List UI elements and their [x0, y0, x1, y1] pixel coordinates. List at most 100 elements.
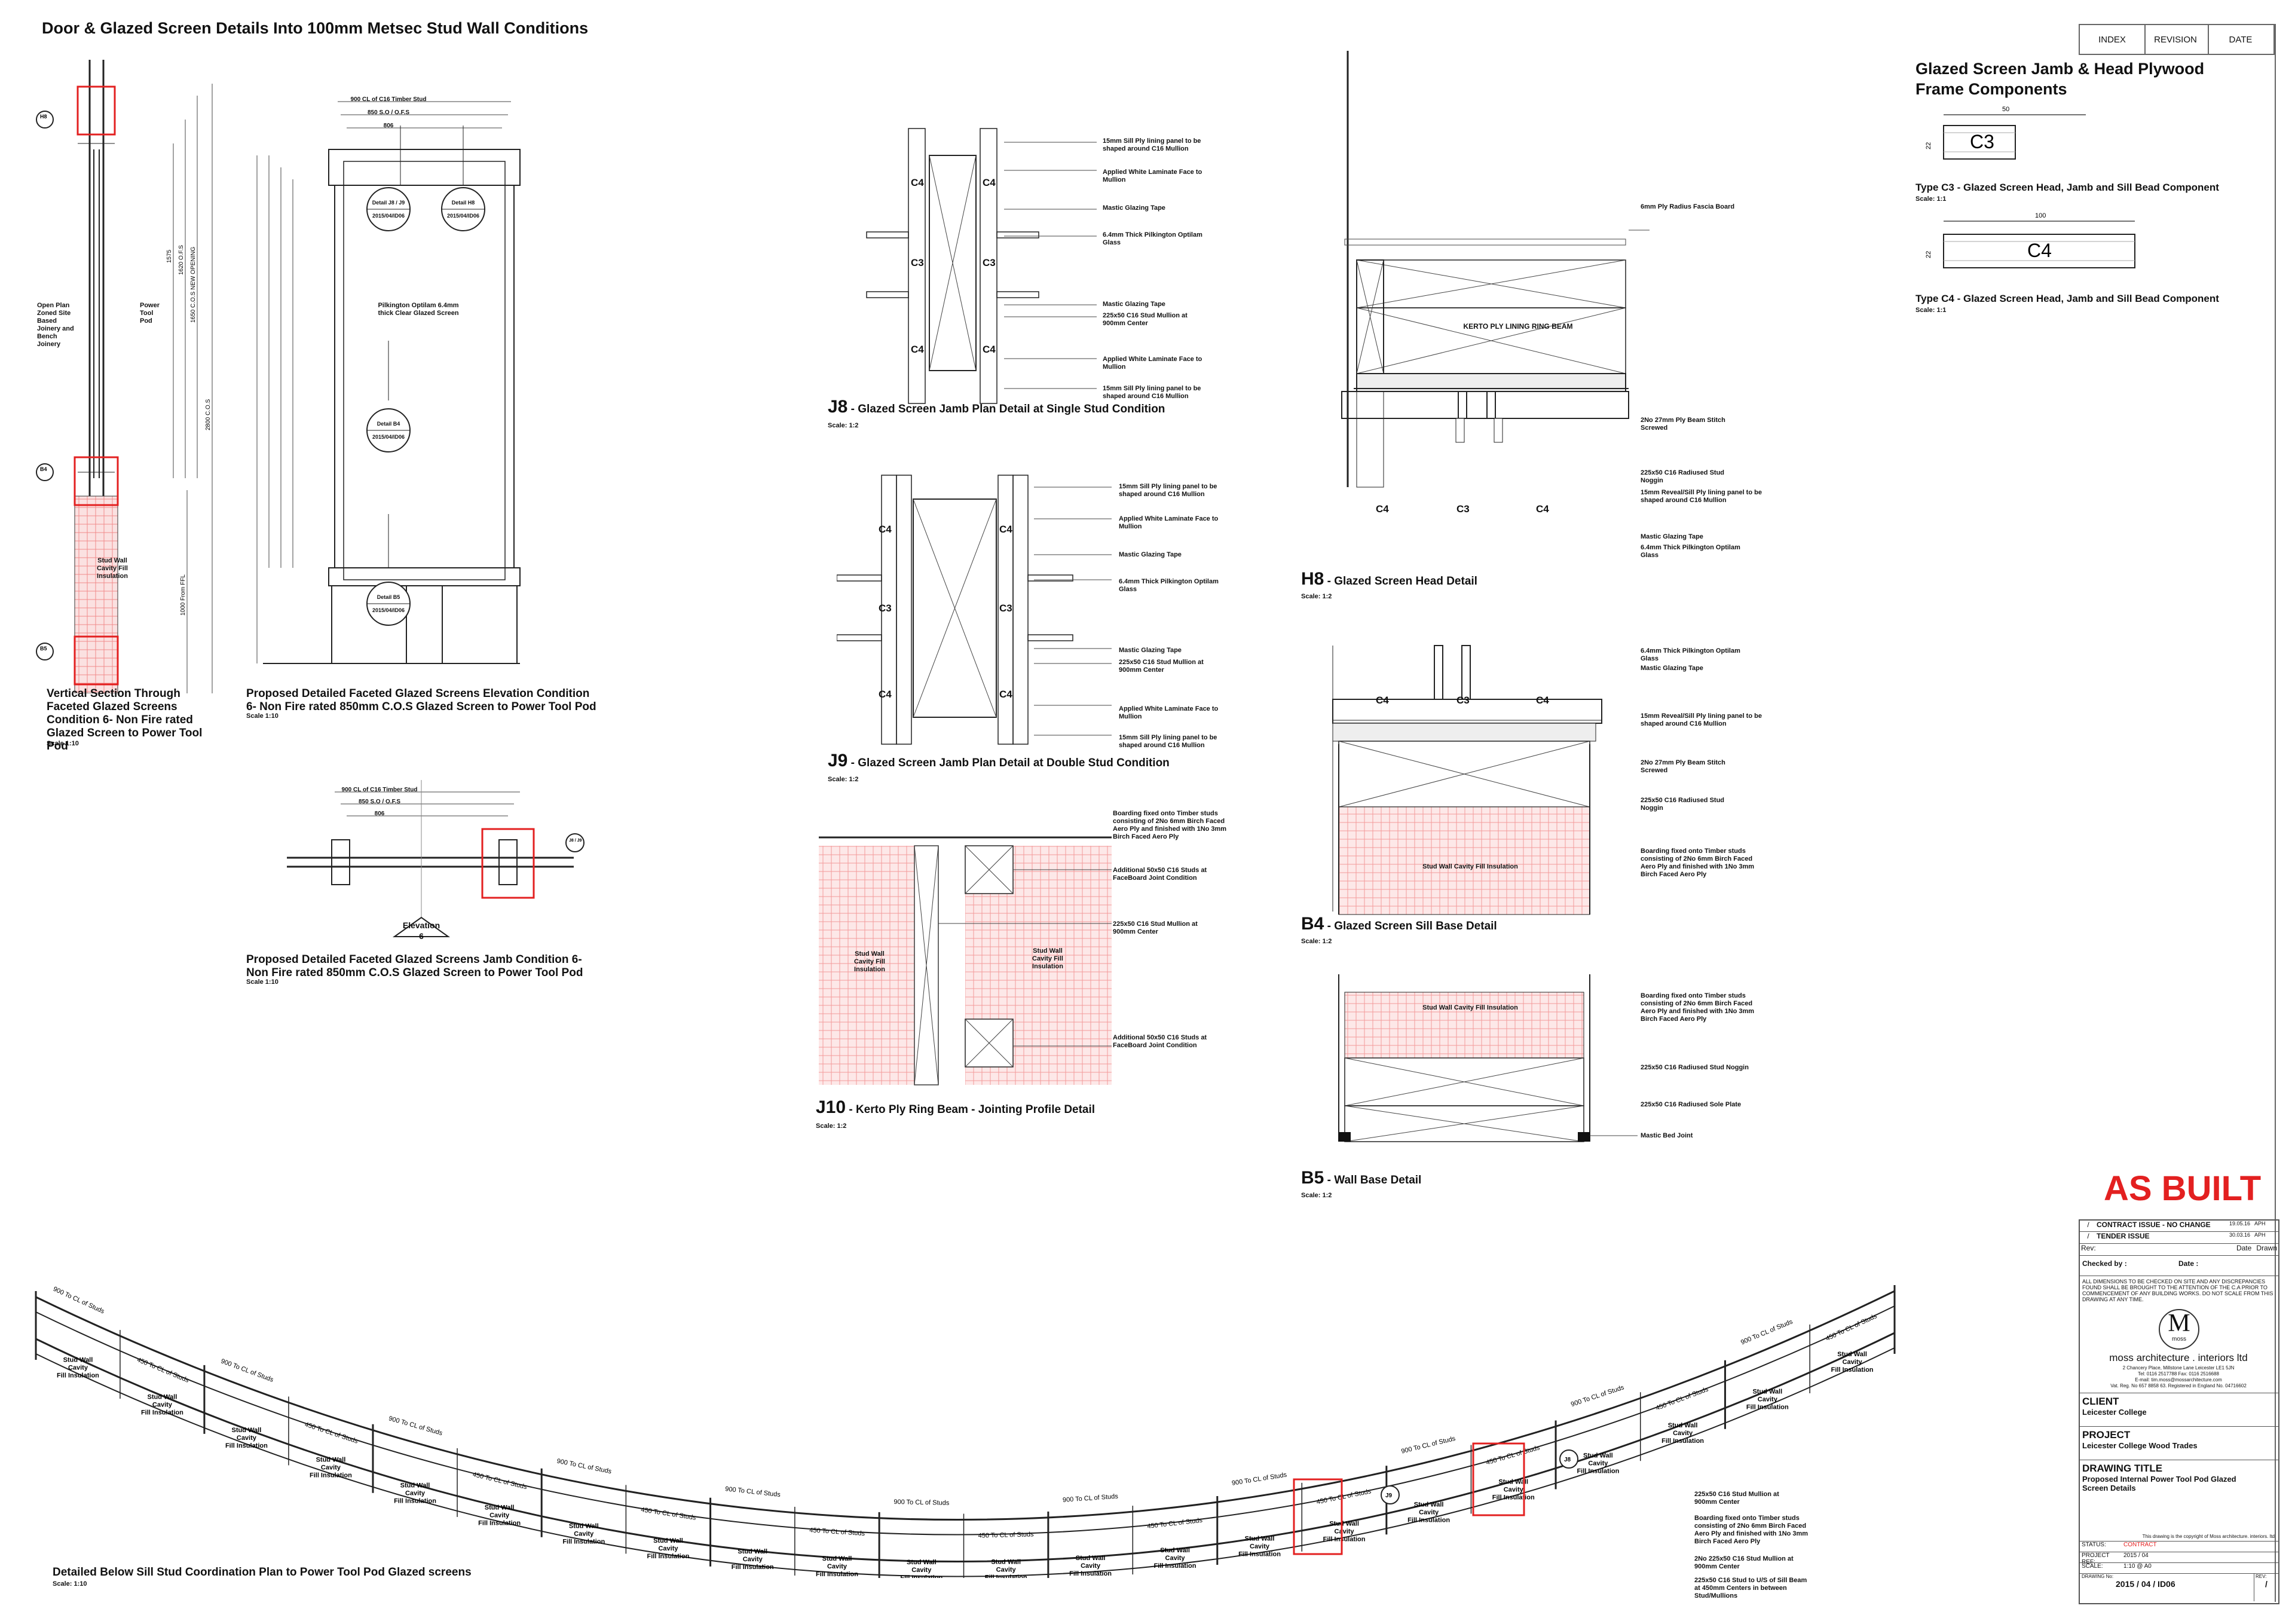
project-section: PROJECT Leicester College Wood Trades [2080, 1426, 2278, 1458]
j10-title-text: - Kerto Ply Ring Beam - Jointing Profile… [846, 1103, 1096, 1116]
plan-insulation-label: Stud Wall [907, 1559, 937, 1566]
jamb-dim-mid: 850 S.O / O.F.S [358, 799, 401, 805]
elev-dim-top: 900 CL of C16 Timber Stud [350, 96, 427, 103]
plan-insulation-label: Fill Insulation [57, 1372, 99, 1379]
plan-insulation-label: Cavity [1673, 1430, 1693, 1437]
plan-dim-label: 900 To CL of Studs [725, 1485, 781, 1498]
j9-c4-bl: C4 [879, 689, 892, 700]
j8-num: J8 [828, 397, 848, 417]
j9-title-text: - Glazed Screen Jamb Plan Detail at Doub… [847, 757, 1170, 769]
j10-scale: Scale: 1:2 [816, 1123, 847, 1130]
elev-dim-mid: 850 S.O / O.F.S [367, 109, 410, 116]
plan-scale: Scale: 1:10 [53, 1580, 87, 1588]
components-heading: Glazed Screen Jamb & Head Plywood Frame … [1915, 60, 2205, 98]
components-drawing: 50 C3 22 100 C4 22 [1925, 106, 2135, 268]
rev1-by: APH [2254, 1221, 2266, 1227]
j9-c3-r: C3 [999, 602, 1012, 614]
j9-scale: Scale: 1:2 [828, 776, 859, 783]
j8-c4-tl: C4 [911, 177, 924, 188]
plan-dim-label: 900 To CL of Studs [388, 1415, 443, 1437]
plan-insulation-label: Stud Wall [1160, 1547, 1190, 1554]
b5-note-4: Mastic Bed Joint [1641, 1132, 1693, 1139]
plan-insulation-label: Cavity [1758, 1396, 1778, 1403]
plan-insulation-label: Cavity [321, 1464, 341, 1471]
jamb-tag-icon [565, 833, 585, 852]
sheet-border-right [2275, 24, 2276, 1602]
date-label: Date : [2178, 1259, 2199, 1268]
plan-dim-label: 450 To CL of Studs [472, 1471, 528, 1491]
company-contact: Tel: 0116 2517788 Fax: 0116 2516688 [2138, 1371, 2219, 1377]
c4-width-dim: 100 [2035, 212, 2046, 219]
revision-row-1: / CONTRACT ISSUE - NO CHANGE 19.05.16 AP… [2080, 1220, 2278, 1231]
plan-insulation-label: Cavity [574, 1530, 594, 1537]
b4-c3: C3 [1456, 695, 1470, 706]
j10-insul-right: Stud Wall Cavity Fill Insulation [1032, 947, 1063, 970]
rev-label: REV: [2256, 1574, 2267, 1579]
b4-tag-icon [36, 463, 54, 481]
j8-c4-br: C4 [983, 344, 996, 355]
h8-scale: Scale: 1:2 [1301, 593, 1332, 600]
status-label: STATUS: [2082, 1542, 2106, 1548]
elevation-marker-num: 6 [419, 931, 424, 941]
j10-note-4: Additional 50x50 C16 Studs at FaceBoard … [1113, 1034, 1207, 1049]
plan-insulation-label: Cavity [1419, 1509, 1439, 1516]
b5-drawing [1338, 974, 1638, 1142]
plan-insulation-label: Stud Wall [653, 1537, 683, 1545]
callout-j8j9-ref: 2015/04/ID06 [372, 213, 405, 219]
status-row: STATUS: CONTRACT [2080, 1541, 2278, 1552]
j9-note-3: Mastic Glazing Tape [1119, 551, 1182, 558]
plan-insulation-label: Cavity [1250, 1543, 1270, 1550]
plan-j9-callout-box [1293, 1478, 1343, 1555]
plan-title: Detailed Below Sill Stud Coordination Pl… [53, 1566, 472, 1579]
plan-insulation-label: Fill Insulation [141, 1409, 183, 1416]
jamb-tag: J8 / J9 [569, 839, 582, 843]
h8-note-2: 2No 27mm Ply Beam Stitch Screwed [1641, 417, 1725, 432]
plan-insulation-label: Stud Wall [1498, 1479, 1528, 1486]
plan-insulation-label: Fill Insulation [478, 1520, 521, 1527]
plan-insulation-label: Stud Wall [485, 1504, 515, 1512]
plan-insulation-label: Cavity [743, 1556, 763, 1563]
j9-c4-tr: C4 [999, 524, 1012, 535]
plan-insulation-label: Fill Insulation [394, 1498, 436, 1505]
rev2-desc: TENDER ISSUE [2097, 1232, 2150, 1240]
j10-num: J10 [816, 1097, 846, 1117]
b5-note-1: Boarding fixed onto Timber studs consist… [1641, 992, 1755, 1023]
logo-sub: moss [2172, 1336, 2186, 1342]
jamb-plan-scale: Scale 1:10 [246, 978, 279, 986]
plan-insulation-label: Cavity [1335, 1528, 1355, 1535]
j10-drawing [819, 836, 1112, 1085]
rev2-by: APH [2254, 1232, 2266, 1238]
rev-value: / [2265, 1579, 2268, 1589]
vs-dim-1575: 1575 [166, 249, 173, 263]
plan-j8-callout-box [1472, 1442, 1525, 1516]
b4-note-4: 2No 27mm Ply Beam Stitch Screwed [1641, 759, 1725, 774]
plan-insulation-label: Fill Insulation [1154, 1562, 1197, 1570]
drawno-value: 2015 / 04 / ID06 [2116, 1579, 2175, 1589]
b5-note-2: 225x50 C16 Radiused Stud Noggin [1641, 1064, 1749, 1071]
j8-note-8: 15mm Sill Ply lining panel to be shaped … [1103, 385, 1201, 400]
projref-value: 2015 / 04 [2123, 1552, 2149, 1559]
j9-note-4: 6.4mm Thick Pilkington Optilam Glass [1119, 578, 1219, 593]
b4-c4-l: C4 [1376, 695, 1389, 706]
j8-c3-r: C3 [983, 257, 996, 268]
rev2-date: 30.03.16 [2229, 1232, 2251, 1238]
elev-glass-note: Pilkington Optilam 6.4mm thick Clear Gla… [378, 302, 459, 317]
project-label: PROJECT [2082, 1429, 2131, 1441]
b4-drawing [1332, 645, 1602, 915]
plan-insulation-label: Fill Insulation [900, 1574, 943, 1578]
b5-insulation: Stud Wall Cavity Fill Insulation [1422, 1004, 1518, 1011]
b5-note-3: 225x50 C16 Radiused Sole Plate [1641, 1101, 1742, 1108]
h8-c4-r: C4 [1536, 503, 1549, 515]
plan-insulation-label: Fill Insulation [310, 1472, 352, 1479]
j8-title: J8 - Glazed Screen Jamb Plan Detail at S… [828, 397, 1165, 417]
company-reg: Vat. Reg. No 657 8858 63. Registered in … [2110, 1383, 2247, 1388]
c4-scale: Scale: 1:1 [1915, 307, 1947, 314]
plan-insulation-label: Stud Wall [400, 1482, 430, 1490]
j9-num: J9 [828, 751, 848, 770]
plan-j9-tag: J9 [1385, 1493, 1393, 1499]
plan-insulation-label: Fill Insulation [1746, 1404, 1789, 1411]
plan-dim-label: 450 To CL of Studs [1485, 1444, 1541, 1467]
company-email: E-mail: tim.moss@mossarchitecture.com [2135, 1377, 2222, 1383]
plan-dim-label: 900 To CL of Studs [893, 1498, 950, 1507]
plan-insulation-label: Stud Wall [1414, 1501, 1444, 1509]
